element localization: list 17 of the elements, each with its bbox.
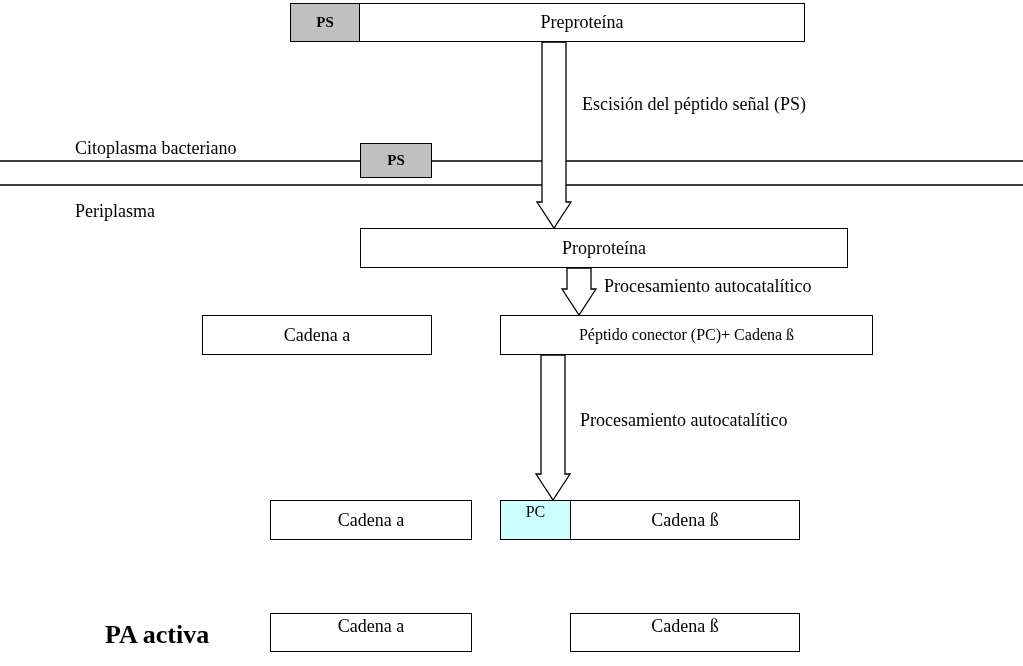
protein-box: Proproteína [360, 228, 848, 268]
protein-box: Cadena a [202, 315, 432, 355]
protein-box: Péptido conector (PC)+ Cadena ß [500, 315, 873, 355]
protein-box: Preproteína [359, 3, 805, 42]
region-label: Citoplasma bacteriano [75, 138, 237, 159]
protein-box: Cadena ß [570, 613, 800, 652]
protein-box: Cadena ß [570, 500, 800, 540]
signal-segment-box: PC [500, 500, 571, 540]
edge-label: Escisión del péptido señal (PS) [582, 94, 806, 115]
signal-segment-box: PS [290, 3, 360, 42]
hollow-arrow [560, 267, 598, 317]
hollow-arrow [535, 41, 573, 230]
hollow-arrow [534, 354, 572, 502]
signal-segment-box: PS [360, 143, 432, 178]
region-label: Periplasma [75, 201, 155, 222]
protein-box: Cadena a [270, 613, 472, 652]
protein-box: Cadena a [270, 500, 472, 540]
